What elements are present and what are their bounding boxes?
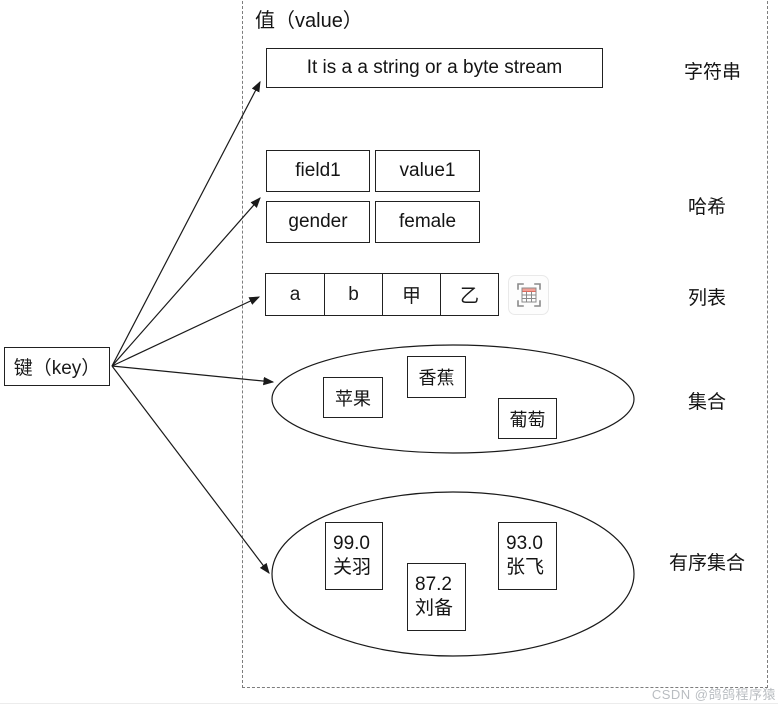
- list-cells-row: a b 甲 乙: [265, 273, 499, 316]
- set-item-grape-box: 葡萄: [498, 398, 557, 439]
- string-value-box: It is a a string or a byte stream: [266, 48, 603, 88]
- label-set: 集合: [688, 392, 727, 413]
- key-box-text: 键（key）: [13, 358, 101, 379]
- label-list: 列表: [688, 288, 727, 309]
- hash-value2-box: female: [375, 201, 480, 243]
- table-glyph: [516, 283, 541, 307]
- zset-item-zhangfei-box: 93.0 张飞: [498, 522, 557, 590]
- value-region-title: 值（value）: [255, 10, 363, 32]
- string-value-text: It is a a string or a byte stream: [306, 57, 563, 78]
- label-sorted-set: 有序集合: [669, 553, 746, 574]
- hash-field2-text: gender: [288, 211, 348, 232]
- arrow-key-to-string: [111, 80, 261, 367]
- hash-value2-text: female: [398, 211, 457, 232]
- label-string: 字符串: [684, 62, 742, 83]
- bottom-divider: [0, 703, 778, 704]
- zset-member: 关羽: [333, 557, 372, 578]
- zset-item-liubei-box: 87.2 刘备: [407, 563, 466, 631]
- list-cell: 甲: [382, 274, 440, 315]
- hash-field1-box: field1: [266, 150, 370, 192]
- list-cell: 乙: [440, 274, 498, 315]
- zset-member: 张飞: [506, 557, 545, 578]
- arrow-key-to-set: [111, 365, 275, 386]
- zset-score: 87.2: [415, 574, 452, 595]
- csdn-watermark: CSDN @鸽鸽程序猿: [651, 687, 776, 702]
- value-region-frame: [242, 0, 768, 688]
- set-item-banana-box: 香蕉: [407, 356, 466, 398]
- zset-score: 93.0: [506, 533, 543, 554]
- zset-score: 99.0: [333, 533, 370, 554]
- hash-field2-box: gender: [266, 201, 370, 243]
- set-item-grape-text: 葡萄: [509, 409, 546, 430]
- hash-value1-text: value1: [399, 160, 456, 181]
- set-item-apple-text: 苹果: [335, 388, 371, 409]
- set-item-banana-text: 香蕉: [418, 368, 455, 388]
- set-item-apple-box: 苹果: [323, 377, 383, 418]
- table-image-placeholder-icon[interactable]: [508, 275, 549, 315]
- list-cell: b: [324, 274, 382, 315]
- hash-field1-text: field1: [295, 160, 341, 181]
- zset-member: 刘备: [415, 598, 454, 619]
- hash-value1-box: value1: [375, 150, 480, 192]
- arrow-key-to-zset: [111, 365, 270, 574]
- key-box: 键（key）: [4, 347, 110, 386]
- zset-ellipse: [271, 491, 635, 657]
- label-hash: 哈希: [688, 197, 727, 218]
- arrow-key-to-hash: [111, 197, 261, 367]
- zset-item-guanyu-box: 99.0 关羽: [325, 522, 383, 590]
- list-cell: a: [289, 283, 301, 305]
- set-ellipse: [271, 344, 635, 454]
- arrow-key-to-list: [111, 296, 261, 367]
